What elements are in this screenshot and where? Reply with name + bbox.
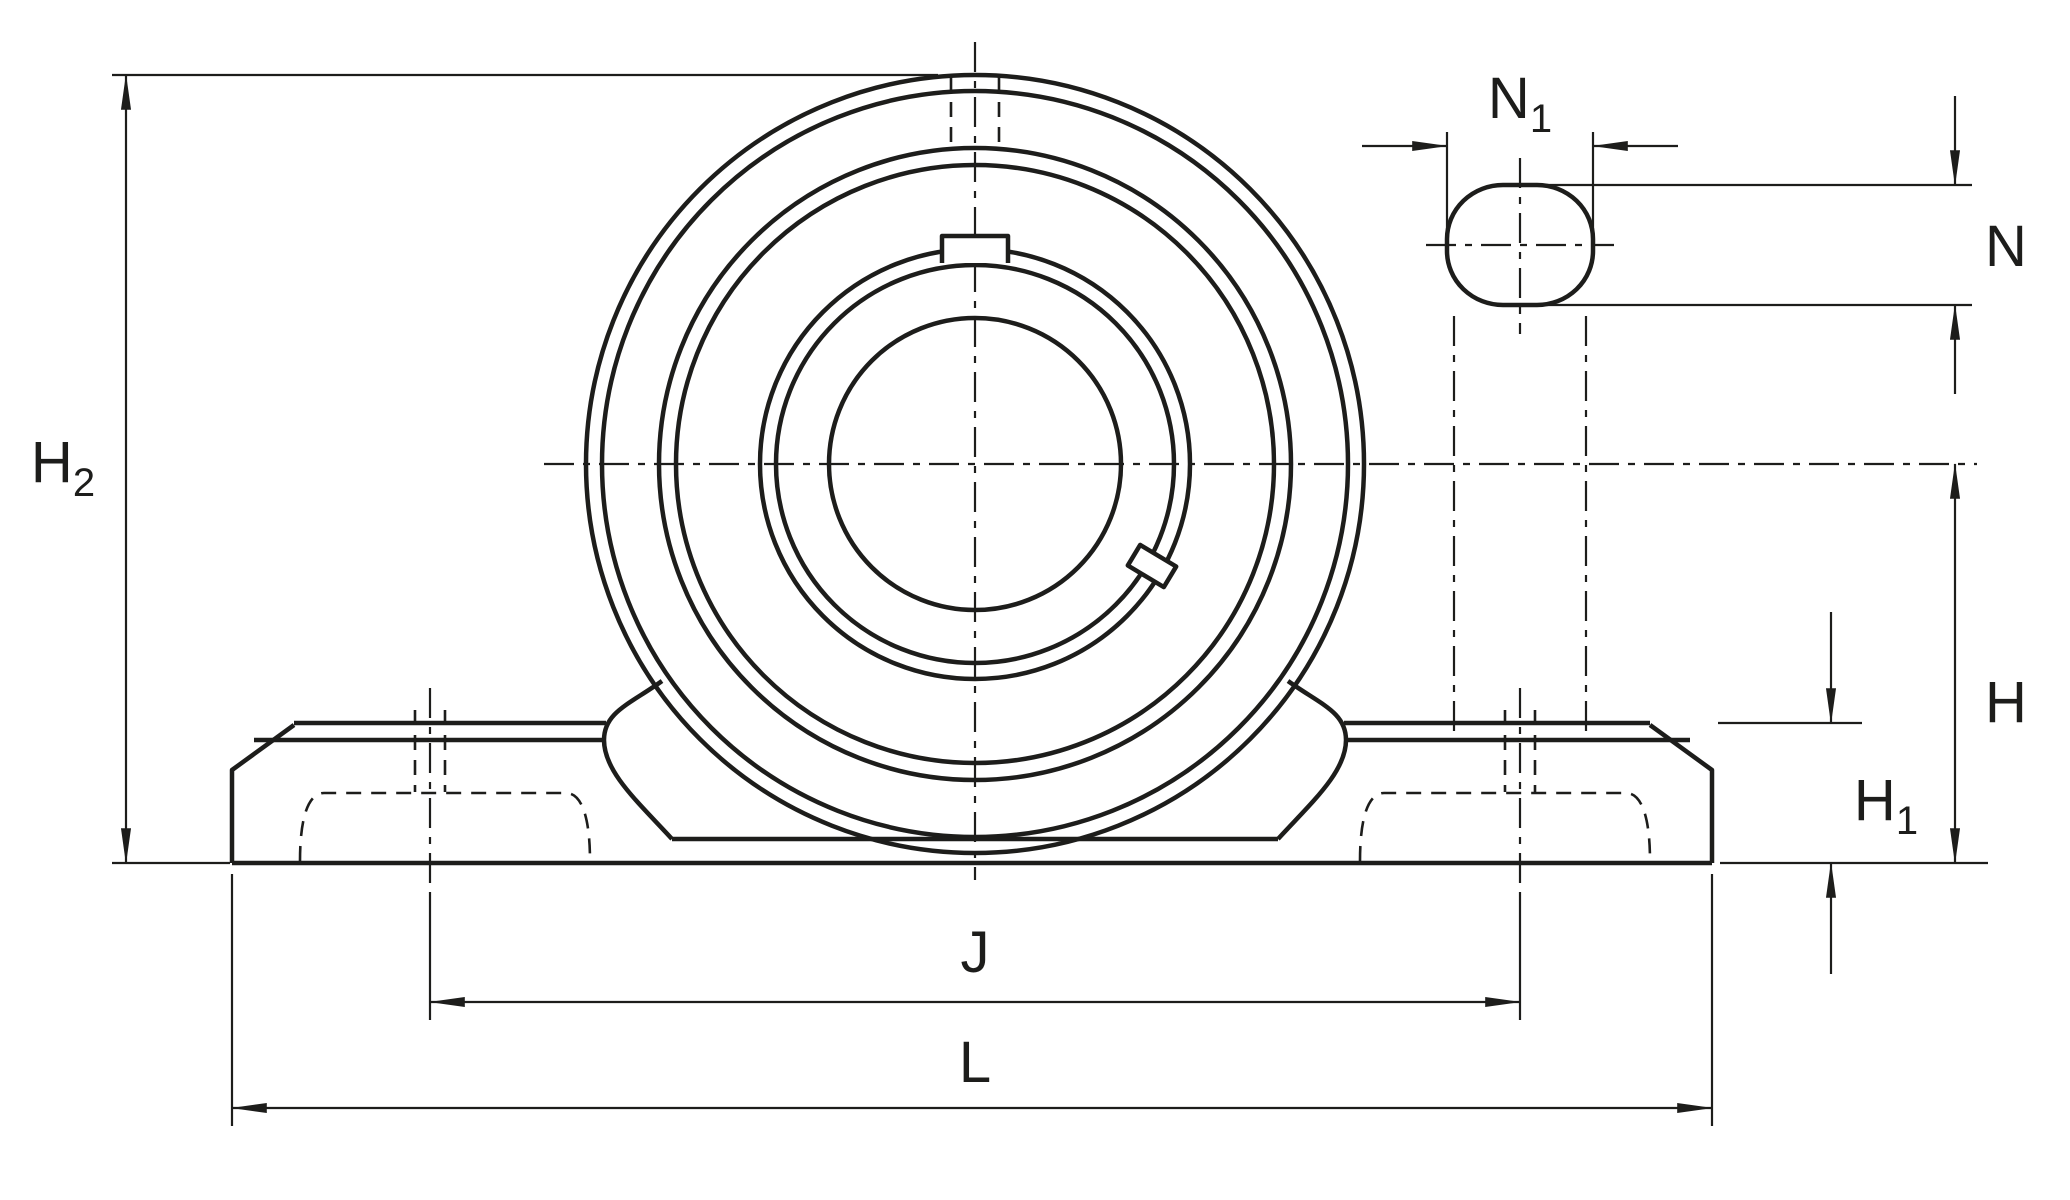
bearing-inner-ring-inner-circle xyxy=(773,262,1177,666)
left-foot-outer-edge xyxy=(229,723,296,863)
right-foot-slot-hidden xyxy=(1358,791,1652,862)
h1-label: H1 xyxy=(1854,768,1918,843)
n-label: N xyxy=(1985,214,2027,279)
n1-label: N1 xyxy=(1488,66,1552,141)
base xyxy=(229,679,1715,866)
housing-seat-inner-circle xyxy=(673,162,1277,766)
housing-and-bearing xyxy=(583,72,1367,856)
locking-collar-boss xyxy=(939,233,1011,263)
dimension-h2: H2 xyxy=(31,73,938,865)
h2-label: H2 xyxy=(31,430,95,505)
right-foot-outer-edge xyxy=(1648,723,1715,863)
l-label: L xyxy=(959,1030,991,1095)
dimension-n: N xyxy=(1536,96,2027,394)
housing-seat-outer-circle xyxy=(656,145,1294,783)
dimension-l: L xyxy=(230,874,1714,1126)
set-screw-rect xyxy=(1125,542,1179,590)
left-housing-fillet xyxy=(601,679,674,841)
dimension-h1: H1 xyxy=(1718,612,1918,974)
set-screw-detail xyxy=(1125,542,1179,590)
bolt-hole-detail xyxy=(1426,158,1614,334)
j-label: J xyxy=(961,920,990,985)
h-label: H xyxy=(1985,670,2027,735)
left-foot-slot-hidden xyxy=(298,791,592,862)
right-housing-fillet xyxy=(1276,679,1349,841)
dimension-h: H xyxy=(1720,462,2027,865)
dimension-j: J xyxy=(428,920,1522,1008)
centerlines xyxy=(428,42,1977,1020)
shaft-bore-circle xyxy=(826,315,1124,613)
dimension-n1: N1 xyxy=(1362,66,1678,238)
housing-dome-outer-arc xyxy=(583,72,1367,856)
